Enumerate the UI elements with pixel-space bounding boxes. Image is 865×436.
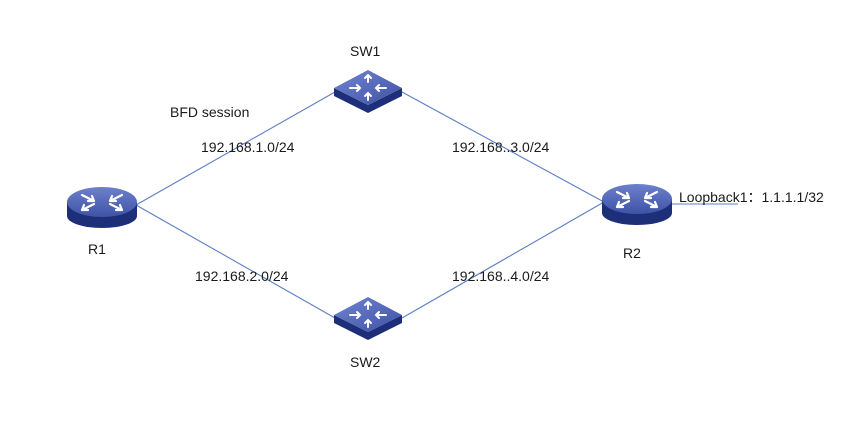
subnet-label-r1-sw1: 192.168.1.0/24	[201, 139, 295, 155]
link-r1-sw2	[135, 204, 336, 319]
router-icon	[602, 184, 672, 225]
link-sw1-r2	[401, 91, 605, 203]
node-label-r1: R1	[88, 241, 106, 257]
router-r2	[602, 184, 672, 225]
node-label-sw2: SW2	[350, 354, 381, 370]
switch-sw2	[334, 297, 402, 340]
switch-icon	[334, 70, 402, 113]
switch-icon	[334, 297, 402, 340]
subnet-label-r1-sw2: 192.168.2.0/24	[195, 268, 289, 284]
router-r1	[67, 187, 137, 228]
link-sw2-r2	[401, 201, 605, 319]
switch-sw1	[334, 70, 402, 113]
subnet-label-sw2-r2: 192.168..4.0/24	[452, 268, 550, 284]
bfd-session-label: BFD session	[170, 104, 249, 120]
node-label-r2: R2	[623, 245, 641, 261]
link-r1-sw1	[135, 91, 336, 206]
node-label-sw1: SW1	[350, 43, 381, 59]
router-icon	[67, 187, 137, 228]
subnet-label-sw1-r2: 192.168..3.0/24	[452, 139, 550, 155]
loopback-label: Loopback1：1.1.1.1/32	[679, 189, 824, 205]
